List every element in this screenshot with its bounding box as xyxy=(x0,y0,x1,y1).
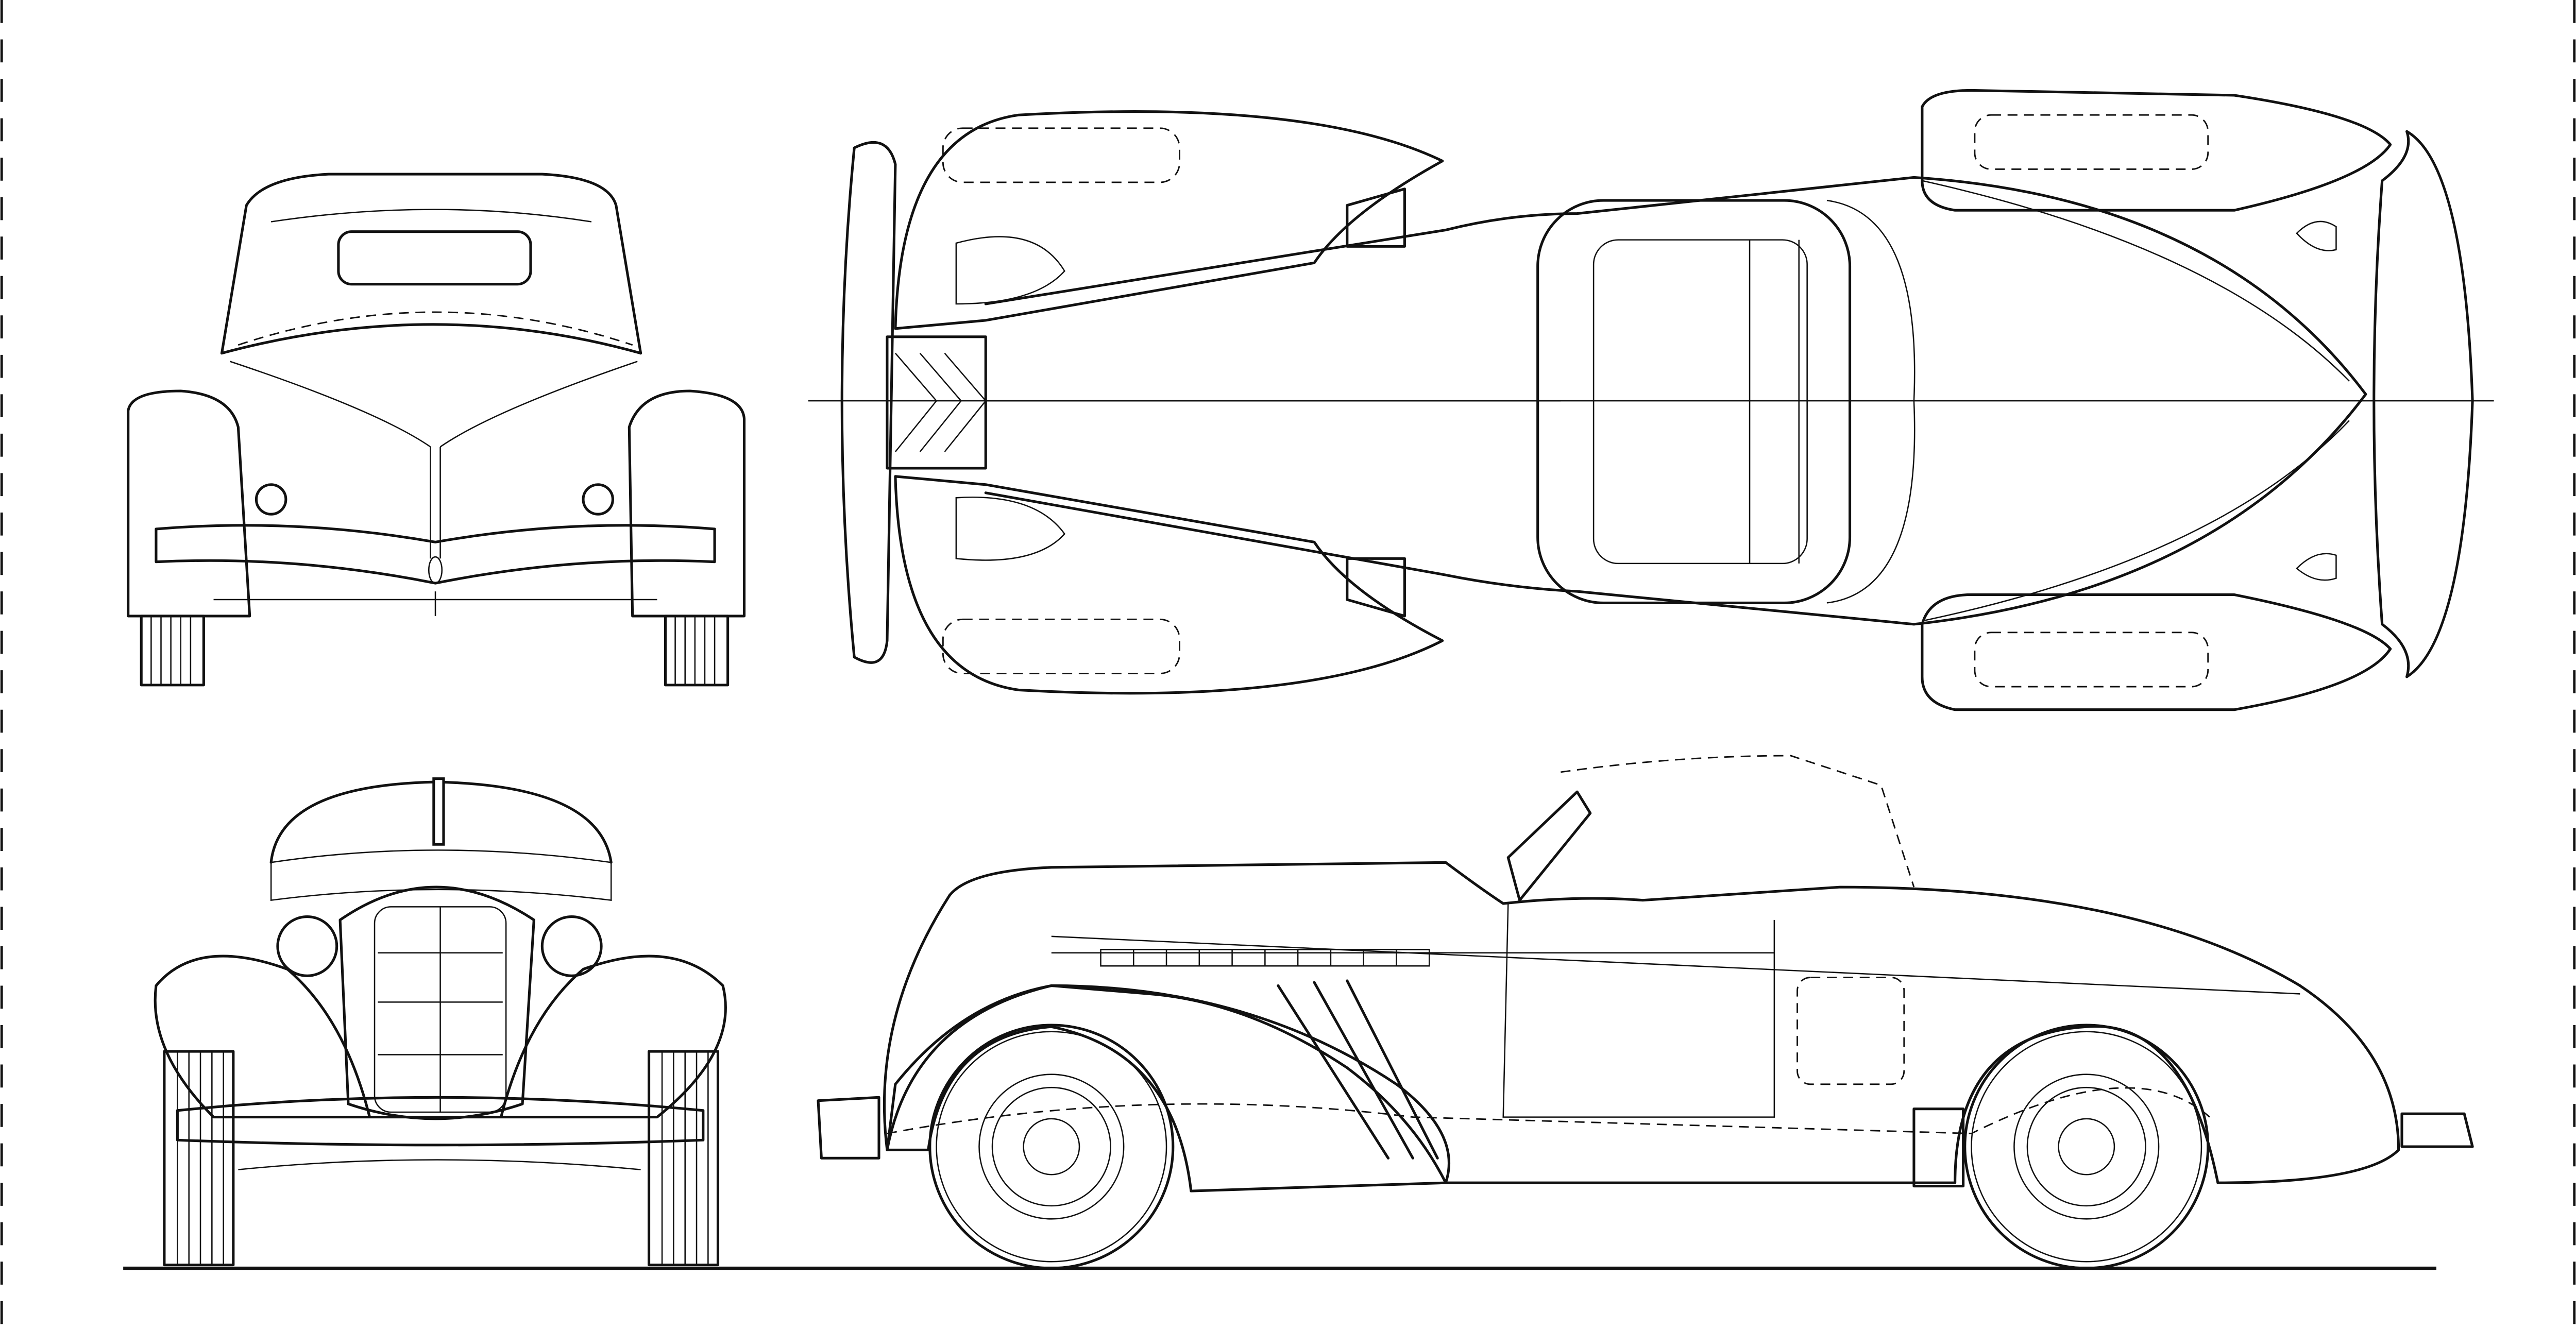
front-left-tire xyxy=(140,615,205,687)
rear-left-tire xyxy=(163,1050,235,1267)
rear-view xyxy=(154,777,727,1267)
front-wheel xyxy=(928,1024,1175,1270)
rear-wheel xyxy=(1963,1024,2210,1270)
top-view xyxy=(808,89,2494,711)
rear-right-tire xyxy=(648,1050,720,1267)
front-view xyxy=(127,173,746,687)
side-view xyxy=(817,755,2474,1270)
front-right-tire xyxy=(664,615,730,687)
